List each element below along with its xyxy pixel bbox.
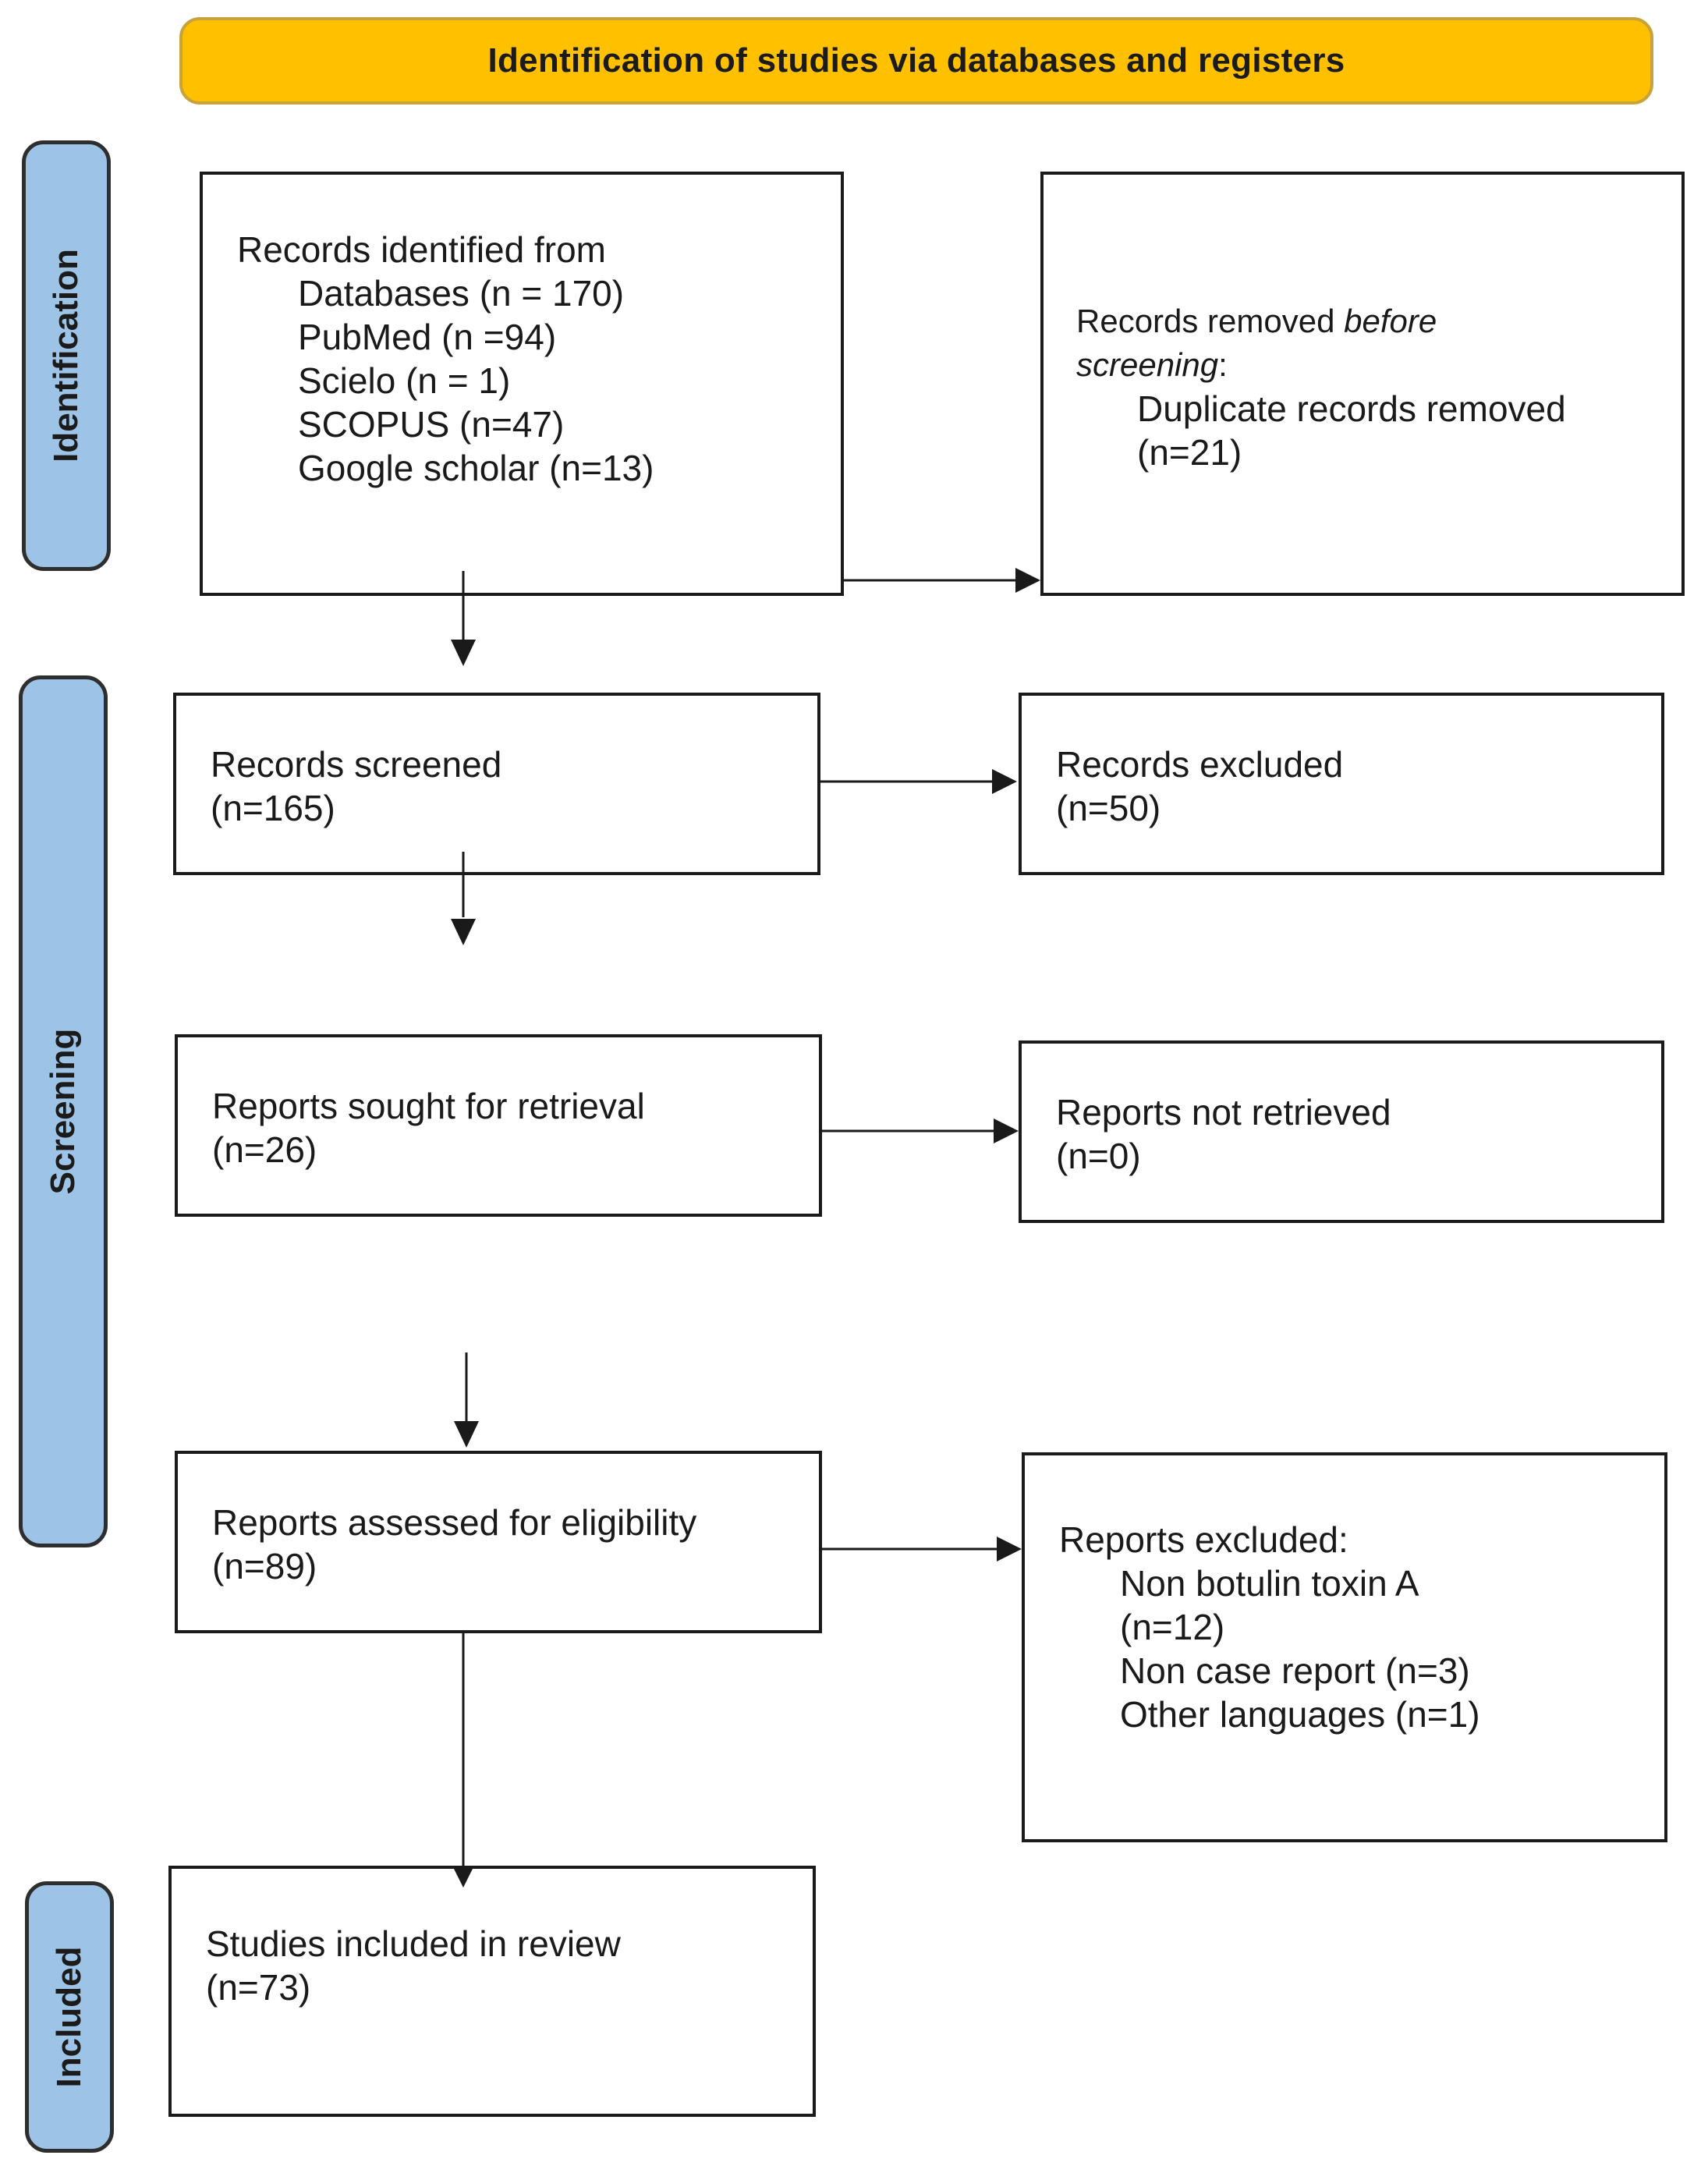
phase-identification: Identification <box>22 140 111 571</box>
reports-not-retrieved-title: Reports not retrieved <box>1056 1092 1391 1133</box>
records-removed-title-line1: Records removed before <box>1076 300 1681 343</box>
arrowhead-identified-to-screened <box>451 640 476 666</box>
studies-included-count: (n=73) <box>206 1967 311 2008</box>
records-removed-title-line2: screening: <box>1076 343 1681 387</box>
reports-excluded-other-languages: Other languages (n=1) <box>1120 1694 1480 1735</box>
reports-not-retrieved-box: Reports not retrieved (n=0) <box>1019 1040 1664 1223</box>
reports-sought-title: Reports sought for retrieval <box>212 1086 645 1126</box>
arrowhead-sought-to-assessed <box>454 1421 479 1448</box>
reports-excluded-non-botulin-count: (n=12) <box>1120 1607 1225 1647</box>
phase-screening-label: Screening <box>44 1028 82 1195</box>
records-identified-pubmed: PubMed (n =94) <box>298 317 557 357</box>
records-removed-duplicates: Duplicate records removed <box>1137 388 1566 429</box>
arrowhead-identified-to-removed <box>1015 568 1040 593</box>
arrowhead-sought-to-not-retrieved <box>994 1118 1019 1143</box>
records-identified-box: Records identified from Databases (n = 1… <box>200 172 844 596</box>
records-excluded-count: (n=50) <box>1056 788 1161 828</box>
records-excluded-box: Records excluded (n=50) <box>1019 693 1664 875</box>
reports-sought-count: (n=26) <box>212 1129 317 1170</box>
records-removed-title-emph-2: screening <box>1076 346 1219 383</box>
arrowhead-screened-to-sought <box>451 919 476 945</box>
arrowhead-screened-to-excluded <box>992 769 1017 794</box>
records-removed-title-suffix: : <box>1218 346 1228 383</box>
arrowhead-assessed-to-excluded <box>997 1537 1022 1562</box>
reports-excluded-title: Reports excluded: <box>1059 1519 1348 1560</box>
records-removed-count: (n=21) <box>1137 432 1242 473</box>
phase-screening: Screening <box>19 675 108 1547</box>
phase-identification-label: Identification <box>47 249 85 463</box>
reports-excluded-non-botulin: Non botulin toxin A <box>1120 1563 1419 1604</box>
reports-assessed-count: (n=89) <box>212 1546 317 1586</box>
records-screened-title: Records screened <box>211 744 502 785</box>
records-identified-scielo: Scielo (n = 1) <box>298 360 511 401</box>
records-identified-databases: Databases (n = 170) <box>298 273 625 314</box>
reports-sought-box: Reports sought for retrieval (n=26) <box>175 1034 822 1217</box>
phase-included: Included <box>25 1881 114 2153</box>
records-removed-box: Records removed before screening: Duplic… <box>1040 172 1685 596</box>
records-screened-count: (n=165) <box>211 788 335 828</box>
reports-assessed-box: Reports assessed for eligibility (n=89) <box>175 1451 822 1633</box>
studies-included-box: Studies included in review (n=73) <box>168 1866 816 2117</box>
records-identified-title: Records identified from <box>237 229 606 270</box>
reports-assessed-title: Reports assessed for eligibility <box>212 1502 697 1543</box>
header-title: Identification of studies via databases … <box>487 41 1345 80</box>
records-excluded-title: Records excluded <box>1056 744 1344 785</box>
reports-not-retrieved-count: (n=0) <box>1056 1136 1141 1176</box>
records-removed-title-prefix: Records removed <box>1076 303 1345 339</box>
studies-included-title: Studies included in review <box>206 1923 621 1964</box>
records-removed-title-emph-1: before <box>1344 303 1437 339</box>
phase-included-label: Included <box>50 1946 88 2088</box>
records-identified-google-scholar: Google scholar (n=13) <box>298 448 654 488</box>
reports-excluded-non-case-report: Non case report (n=3) <box>1120 1650 1470 1691</box>
records-identified-scopus: SCOPUS (n=47) <box>298 404 565 445</box>
reports-excluded-box: Reports excluded: Non botulin toxin A (n… <box>1022 1452 1667 1842</box>
identification-header-bar: Identification of studies via databases … <box>179 17 1653 105</box>
records-screened-box: Records screened (n=165) <box>173 693 820 875</box>
